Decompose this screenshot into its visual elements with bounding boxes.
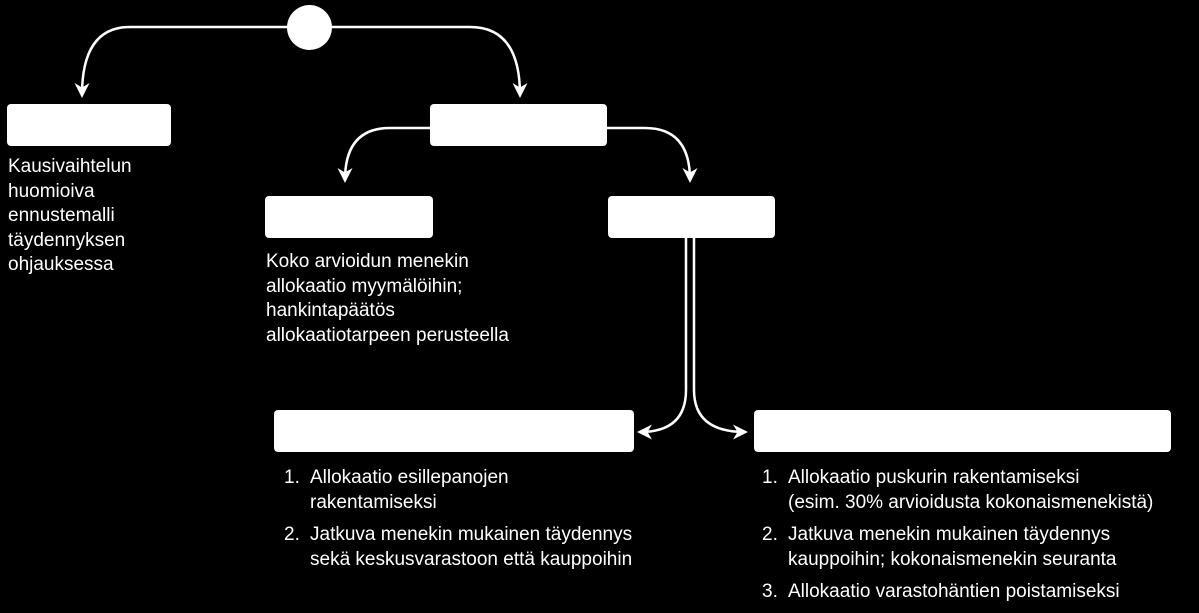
arrow-start-right <box>330 25 528 98</box>
list-item: 3. Allokaatio varastohäntien poistamisek… <box>762 581 1120 602</box>
arrow-mid-right <box>605 126 698 183</box>
box-left <box>7 104 171 146</box>
box-top-center <box>430 104 607 146</box>
arrow-mid-left <box>337 126 432 183</box>
list-right: 1. Allokaatio puskurin rakentamiseksi(es… <box>762 466 1153 613</box>
box-mid-left <box>265 196 433 238</box>
list-item: 1. Allokaatio puskurin rakentamiseksi(es… <box>762 467 1154 513</box>
arrow-right-to-list-left <box>637 238 688 440</box>
mid-description: Koko arvioidun menekin allokaatio myymäl… <box>266 251 509 346</box>
box-mid-right <box>608 196 775 238</box>
start-node <box>287 5 332 50</box>
box-bottom-left <box>274 410 634 452</box>
left-description: Kausivaihtelun huomioiva ennustemalli tä… <box>8 156 132 275</box>
box-bottom-right <box>754 410 1171 452</box>
arrow-start-left <box>74 25 290 98</box>
arrow-right-to-list-right <box>692 238 748 440</box>
